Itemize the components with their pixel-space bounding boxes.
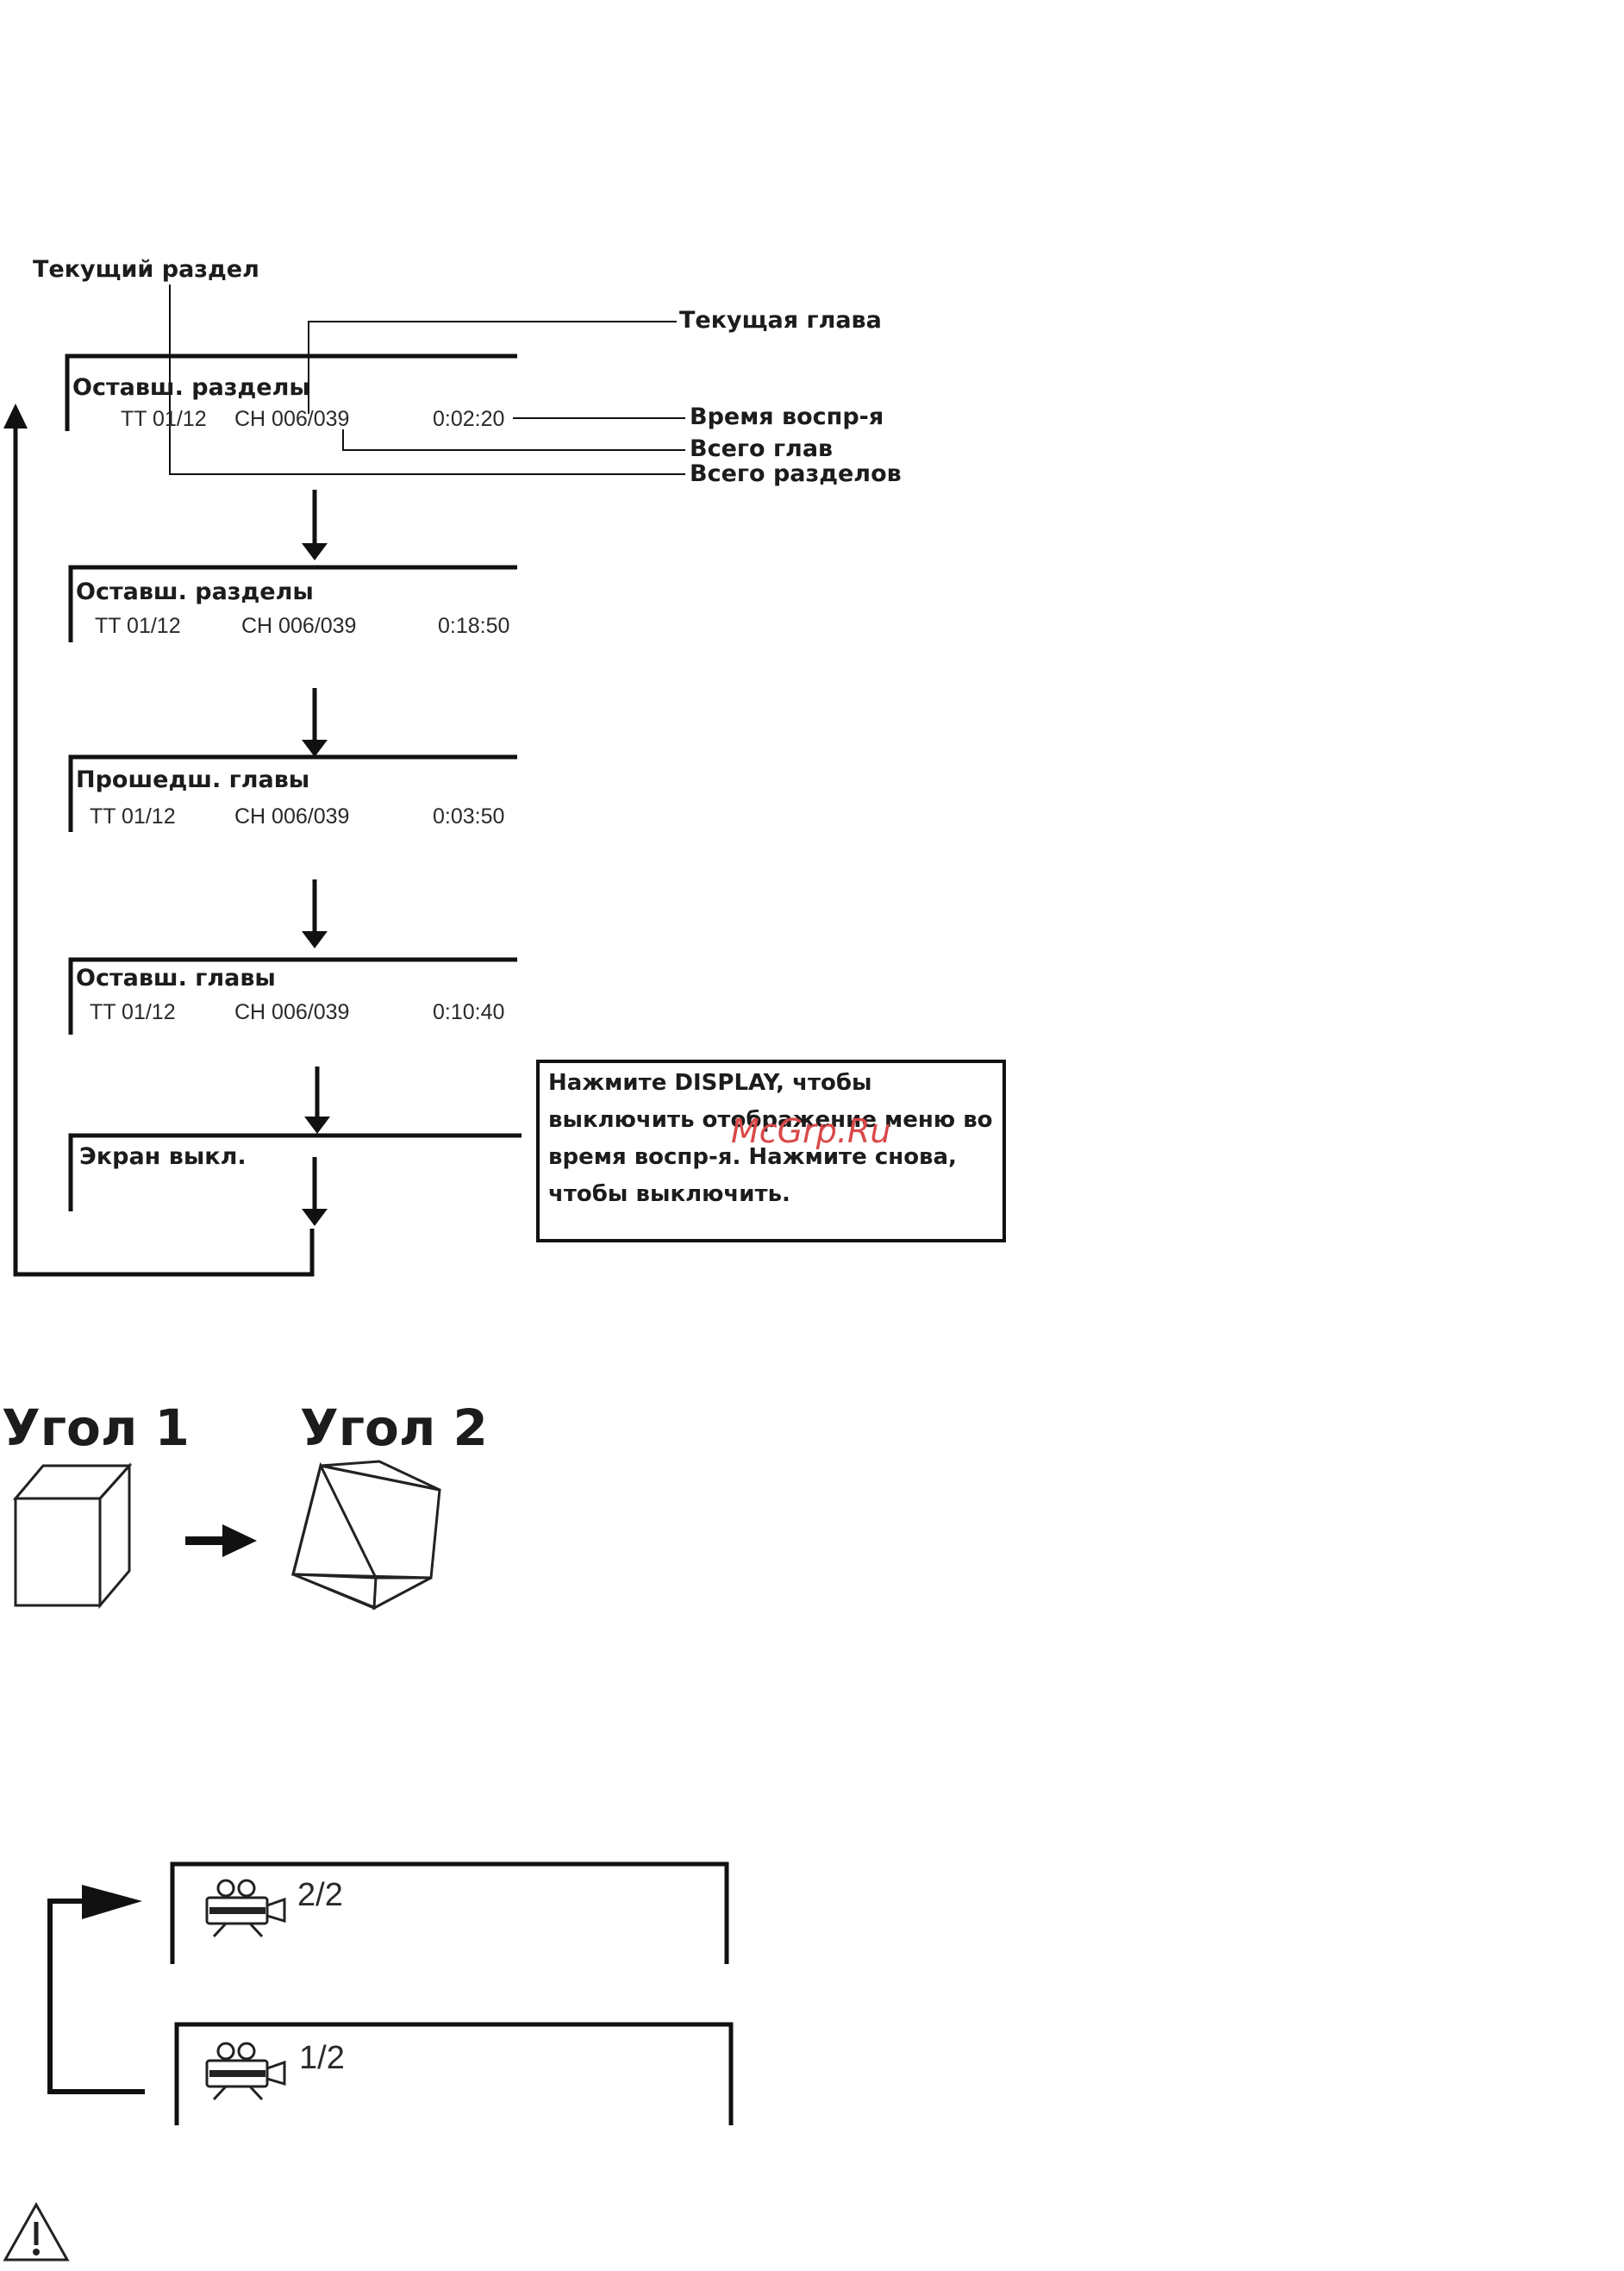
leader-current-chapter — [308, 321, 677, 414]
screen-2-frame — [68, 565, 517, 642]
angle-loop-line — [47, 1899, 145, 2094]
screen-2-tt: TT 01/12 — [95, 614, 181, 638]
angle-1-label: Угол 1 — [2, 1398, 190, 1457]
screen-1-ch: CH 006/039 — [234, 407, 350, 431]
angle-screen-2-frame — [174, 2022, 734, 2125]
callout-play-time: Время воспр-я — [690, 404, 884, 430]
cube-angle-2-icon — [291, 1460, 441, 1611]
screen-3-time: 0:03:50 — [433, 804, 505, 829]
down-arrowhead-5 — [302, 1209, 328, 1226]
angle-screen-1-value: 2/2 — [297, 1877, 343, 1913]
screen-3-tt: TT 01/12 — [90, 804, 176, 829]
screen-4-time: 0:10:40 — [433, 1000, 505, 1024]
screen-4-ch: CH 006/039 — [234, 1000, 350, 1024]
screen-3-ch: CH 006/039 — [234, 804, 350, 829]
angle-screen-2-value: 1/2 — [299, 2040, 345, 2076]
watermark: McGrp.Ru — [731, 1112, 891, 1150]
screen-1-time: 0:02:20 — [433, 407, 505, 431]
screen-5-frame — [68, 1133, 522, 1211]
screen-5-title: Экран выкл. — [79, 1143, 247, 1170]
callout-current-title: Текущий раздел — [33, 256, 259, 283]
screen-1-frame — [65, 353, 517, 431]
callout-current-chapter: Текущая глава — [679, 307, 882, 334]
screen-1-title: Оставш. разделы — [72, 374, 310, 401]
leader-total-chapters — [342, 429, 685, 451]
camera-icon-2 — [205, 2042, 286, 2101]
screen-1-tt: TT 01/12 — [121, 407, 207, 431]
angle-arrow-icon — [185, 1524, 257, 1557]
callout-total-chapters: Всего глав — [690, 435, 834, 462]
note-box — [536, 1060, 1006, 1242]
screen-3-frame — [68, 754, 517, 832]
screen-4-tt: TT 01/12 — [90, 1000, 176, 1024]
angle-2-label: Угол 2 — [300, 1398, 488, 1457]
down-arrowhead-4 — [304, 1117, 330, 1134]
loop-arrowhead — [3, 404, 28, 429]
screen-4-title: Оставш. главы — [76, 965, 276, 992]
down-arrowhead-1 — [302, 543, 328, 560]
screen-3-title: Прошедш. главы — [76, 766, 310, 793]
angle-loop-arrowhead — [82, 1885, 142, 1919]
callout-total-titles: Всего разделов — [690, 460, 902, 487]
angle-screen-1-frame — [170, 1861, 729, 1964]
screen-2-title: Оставш. разделы — [76, 579, 314, 605]
screen-4-frame — [68, 957, 517, 1035]
screen-2-ch: CH 006/039 — [241, 614, 357, 638]
down-arrowhead-3 — [302, 931, 328, 948]
screen-2-time: 0:18:50 — [438, 614, 510, 638]
loop-back-line — [13, 422, 315, 1277]
camera-icon-1 — [205, 1879, 286, 1938]
down-arrowhead-2 — [302, 740, 328, 757]
warning-icon — [3, 2201, 70, 2262]
leader-current-title — [169, 285, 685, 475]
cube-angle-1-icon — [12, 1462, 133, 1610]
note-text: Нажмите DISPLAY, чтобы выключить отображ… — [548, 1070, 993, 1207]
